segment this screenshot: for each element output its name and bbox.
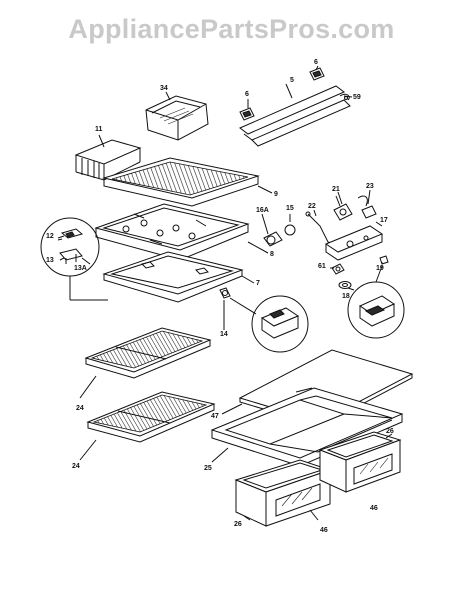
- label-24-upper: 24: [76, 405, 84, 412]
- label-47: 47: [211, 413, 219, 420]
- label-12: 12: [46, 233, 54, 240]
- detail-circle-middle: [219, 287, 309, 353]
- label-24-lower: 24: [72, 463, 80, 470]
- label-5: 5: [290, 77, 294, 84]
- crisper-drawer-left: [234, 459, 332, 527]
- label-6-left: 6: [245, 91, 249, 98]
- label-8: 8: [270, 251, 274, 258]
- label-22: 22: [308, 203, 316, 210]
- label-14: 14: [220, 331, 228, 338]
- label-26-left: 26: [234, 521, 242, 528]
- label-23: 23: [366, 183, 374, 190]
- label-16a: 16A: [256, 207, 269, 214]
- label-34: 34: [160, 85, 168, 92]
- callout-labels: 34 6 6 5 59 11 9 21 23 16A 15 22 17 12 1…: [46, 59, 394, 534]
- label-11: 11: [95, 126, 103, 133]
- control-panel-part: [94, 203, 269, 261]
- detail-circle-left: [40, 217, 108, 301]
- label-17: 17: [380, 217, 388, 224]
- leader-lines: [57, 65, 383, 330]
- label-7: 7: [256, 280, 260, 287]
- label-13a: 13A: [74, 265, 87, 272]
- label-21: 21: [332, 186, 340, 193]
- label-9: 9: [274, 191, 278, 198]
- label-61: 61: [318, 263, 326, 270]
- trim-strip-part: [239, 67, 351, 147]
- label-59: 59: [353, 94, 361, 101]
- label-26-right: 26: [386, 428, 394, 435]
- glass-shelf-part: [102, 157, 273, 207]
- label-6-right: 6: [314, 59, 318, 66]
- label-46-left: 46: [320, 527, 328, 534]
- crisper-drawer-right: [318, 431, 402, 493]
- label-18: 18: [342, 293, 350, 300]
- wire-shelf-lower: [79, 391, 216, 461]
- control-assembly-part: [263, 195, 384, 261]
- shelf-frame-part: [102, 251, 255, 303]
- wire-shelf-upper: [79, 327, 212, 399]
- small-parts-part: [331, 255, 389, 289]
- dairy-tray-part: [145, 95, 209, 141]
- site-watermark: AppliancePartsPros.com: [68, 14, 395, 44]
- label-46-right: 46: [370, 505, 378, 512]
- label-19: 19: [376, 265, 384, 272]
- detail-circle-right: [347, 265, 405, 339]
- label-25: 25: [204, 465, 212, 472]
- label-15: 15: [286, 205, 294, 212]
- label-13: 13: [46, 257, 54, 264]
